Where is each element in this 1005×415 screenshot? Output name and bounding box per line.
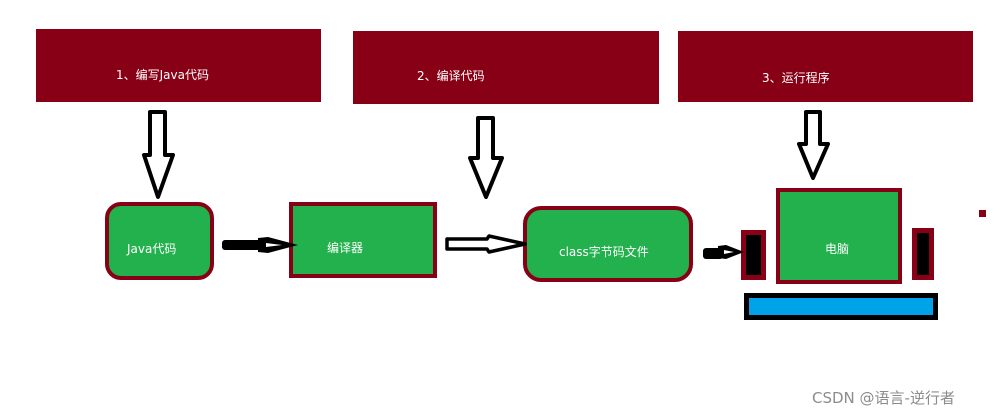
node-computer-label: 电脑: [824, 241, 849, 256]
step-1-box: 1、编写Java代码: [36, 29, 321, 102]
node-computer: 电脑: [776, 188, 902, 284]
down-arrow-step-2: [468, 116, 504, 199]
right-arrow-compiler-to-class: [445, 234, 527, 254]
stray-dot: [979, 210, 986, 217]
node-compiler-label: 编译器: [327, 240, 364, 255]
watermark: CSDN @语言-逆行者: [812, 389, 955, 407]
step-3-box: 3、运行程序: [678, 31, 973, 102]
down-arrow-step-3: [797, 110, 830, 180]
down-arrow-step-1: [142, 110, 175, 199]
node-class-file-label: class字节码文件: [559, 244, 649, 259]
node-compiler: 编译器: [289, 202, 437, 278]
step-1-label: 1、编写Java代码: [116, 68, 209, 82]
step-2-label: 2、编译代码: [417, 69, 485, 83]
left-speaker: [741, 230, 766, 280]
step-2-box: 2、编译代码: [353, 31, 659, 104]
right-speaker: [912, 228, 934, 280]
right-arrow-java-to-compiler: [222, 237, 298, 253]
right-arrow-class-to-computer: [703, 245, 744, 259]
keyboard: [744, 293, 938, 320]
node-java-code: Java代码: [105, 202, 214, 280]
step-3-label: 3、运行程序: [762, 71, 830, 85]
node-java-code-label: Java代码: [127, 241, 177, 256]
